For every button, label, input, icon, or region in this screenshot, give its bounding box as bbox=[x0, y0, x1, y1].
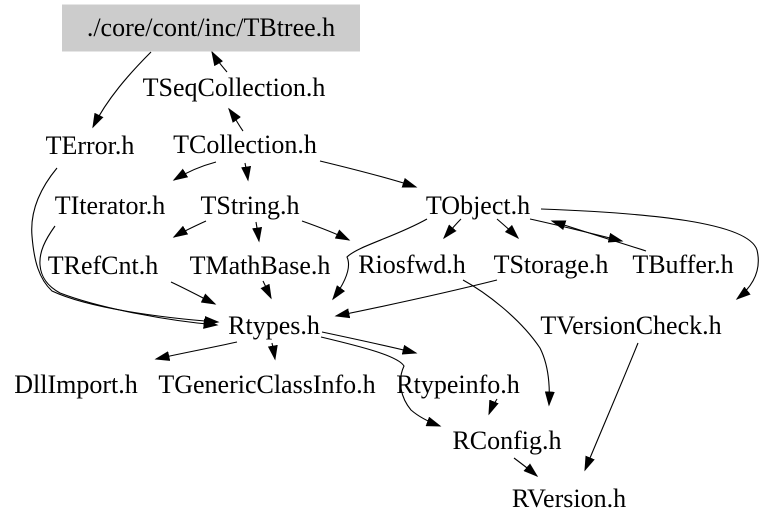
nodes-layer: ./core/cont/inc/TBtree.hTSeqCollection.h… bbox=[14, 4, 734, 513]
node-tversioncheck[interactable]: TVersionCheck.h bbox=[540, 311, 721, 340]
edge-terror-to-rtypes bbox=[31, 167, 220, 327]
node-terror[interactable]: TError.h bbox=[46, 131, 135, 160]
edge-riosfwd-to-rconfig bbox=[462, 279, 555, 407]
edge-tobject-to-riosfwd bbox=[443, 218, 462, 240]
edge-rtypes-to-dllimport bbox=[154, 341, 238, 361]
edge-tbuffer-to-tobject bbox=[550, 220, 647, 252]
node-tstring[interactable]: TString.h bbox=[201, 191, 300, 220]
node-rconfig[interactable]: RConfig.h bbox=[452, 426, 561, 455]
node-rtypes[interactable]: Rtypes.h bbox=[228, 311, 320, 340]
node-tobject[interactable]: TObject.h bbox=[426, 191, 530, 220]
edge-tbtree-to-terror bbox=[92, 51, 152, 129]
edge-titerator-to-rtypes bbox=[39, 225, 219, 329]
edge-tstring-to-tmathbase bbox=[252, 221, 263, 243]
edge-tcollection-to-tobject bbox=[319, 160, 418, 188]
node-tseqcollection[interactable]: TSeqCollection.h bbox=[143, 73, 326, 102]
node-tstorage[interactable]: TStorage.h bbox=[494, 250, 609, 279]
node-riosfwd[interactable]: Riosfwd.h bbox=[358, 250, 466, 279]
edge-rtypes-to-rconfig bbox=[320, 336, 442, 427]
edge-tstring-to-trefcnt bbox=[172, 220, 207, 238]
node-tcollection[interactable]: TCollection.h bbox=[173, 130, 317, 159]
edge-tversioncheck-to-rversion bbox=[584, 342, 639, 472]
node-dllimport[interactable]: DllImport.h bbox=[14, 370, 138, 399]
node-tbtree[interactable]: ./core/cont/inc/TBtree.h bbox=[87, 13, 335, 42]
node-box-tbtree[interactable] bbox=[62, 4, 360, 52]
node-titerator[interactable]: TIterator.h bbox=[55, 191, 165, 220]
edge-tobject-to-rtypes bbox=[332, 218, 428, 301]
node-tbuffer[interactable]: TBuffer.h bbox=[632, 250, 733, 279]
edge-rtypes-to-rtypeinfo bbox=[321, 331, 418, 355]
edge-tobject-to-tstorage bbox=[496, 218, 520, 240]
edge-tmathbase-to-rtypes bbox=[260, 280, 272, 300]
edge-tcollection-to-tseqcollection bbox=[228, 107, 244, 132]
edge-tstring-to-riosfwd bbox=[301, 220, 351, 241]
edge-rtypes-to-tgenericclassinfo bbox=[267, 342, 278, 361]
node-tmathbase[interactable]: TMathBase.h bbox=[190, 251, 331, 280]
edges-layer bbox=[31, 50, 759, 477]
edge-rtypeinfo-to-rconfig bbox=[488, 398, 499, 416]
edge-tobject-to-tversioncheck bbox=[540, 208, 759, 300]
node-tgenericclassinfo[interactable]: TGenericClassInfo.h bbox=[158, 370, 375, 399]
edge-tcollection-to-titerator bbox=[172, 161, 217, 181]
edge-tseqcollection-to-tbtree bbox=[211, 50, 228, 73]
node-trefcnt[interactable]: TRefCnt.h bbox=[48, 251, 159, 280]
edge-trefcnt-to-rtypes bbox=[170, 281, 217, 305]
edge-rconfig-to-rversion bbox=[513, 457, 539, 477]
node-rversion[interactable]: RVersion.h bbox=[512, 484, 626, 513]
edge-tobject-to-tbuffer bbox=[529, 218, 624, 243]
edge-tcollection-to-tstring bbox=[241, 162, 252, 182]
node-rtypeinfo[interactable]: Rtypeinfo.h bbox=[396, 370, 520, 399]
edge-tstorage-to-rtypes bbox=[334, 279, 498, 319]
